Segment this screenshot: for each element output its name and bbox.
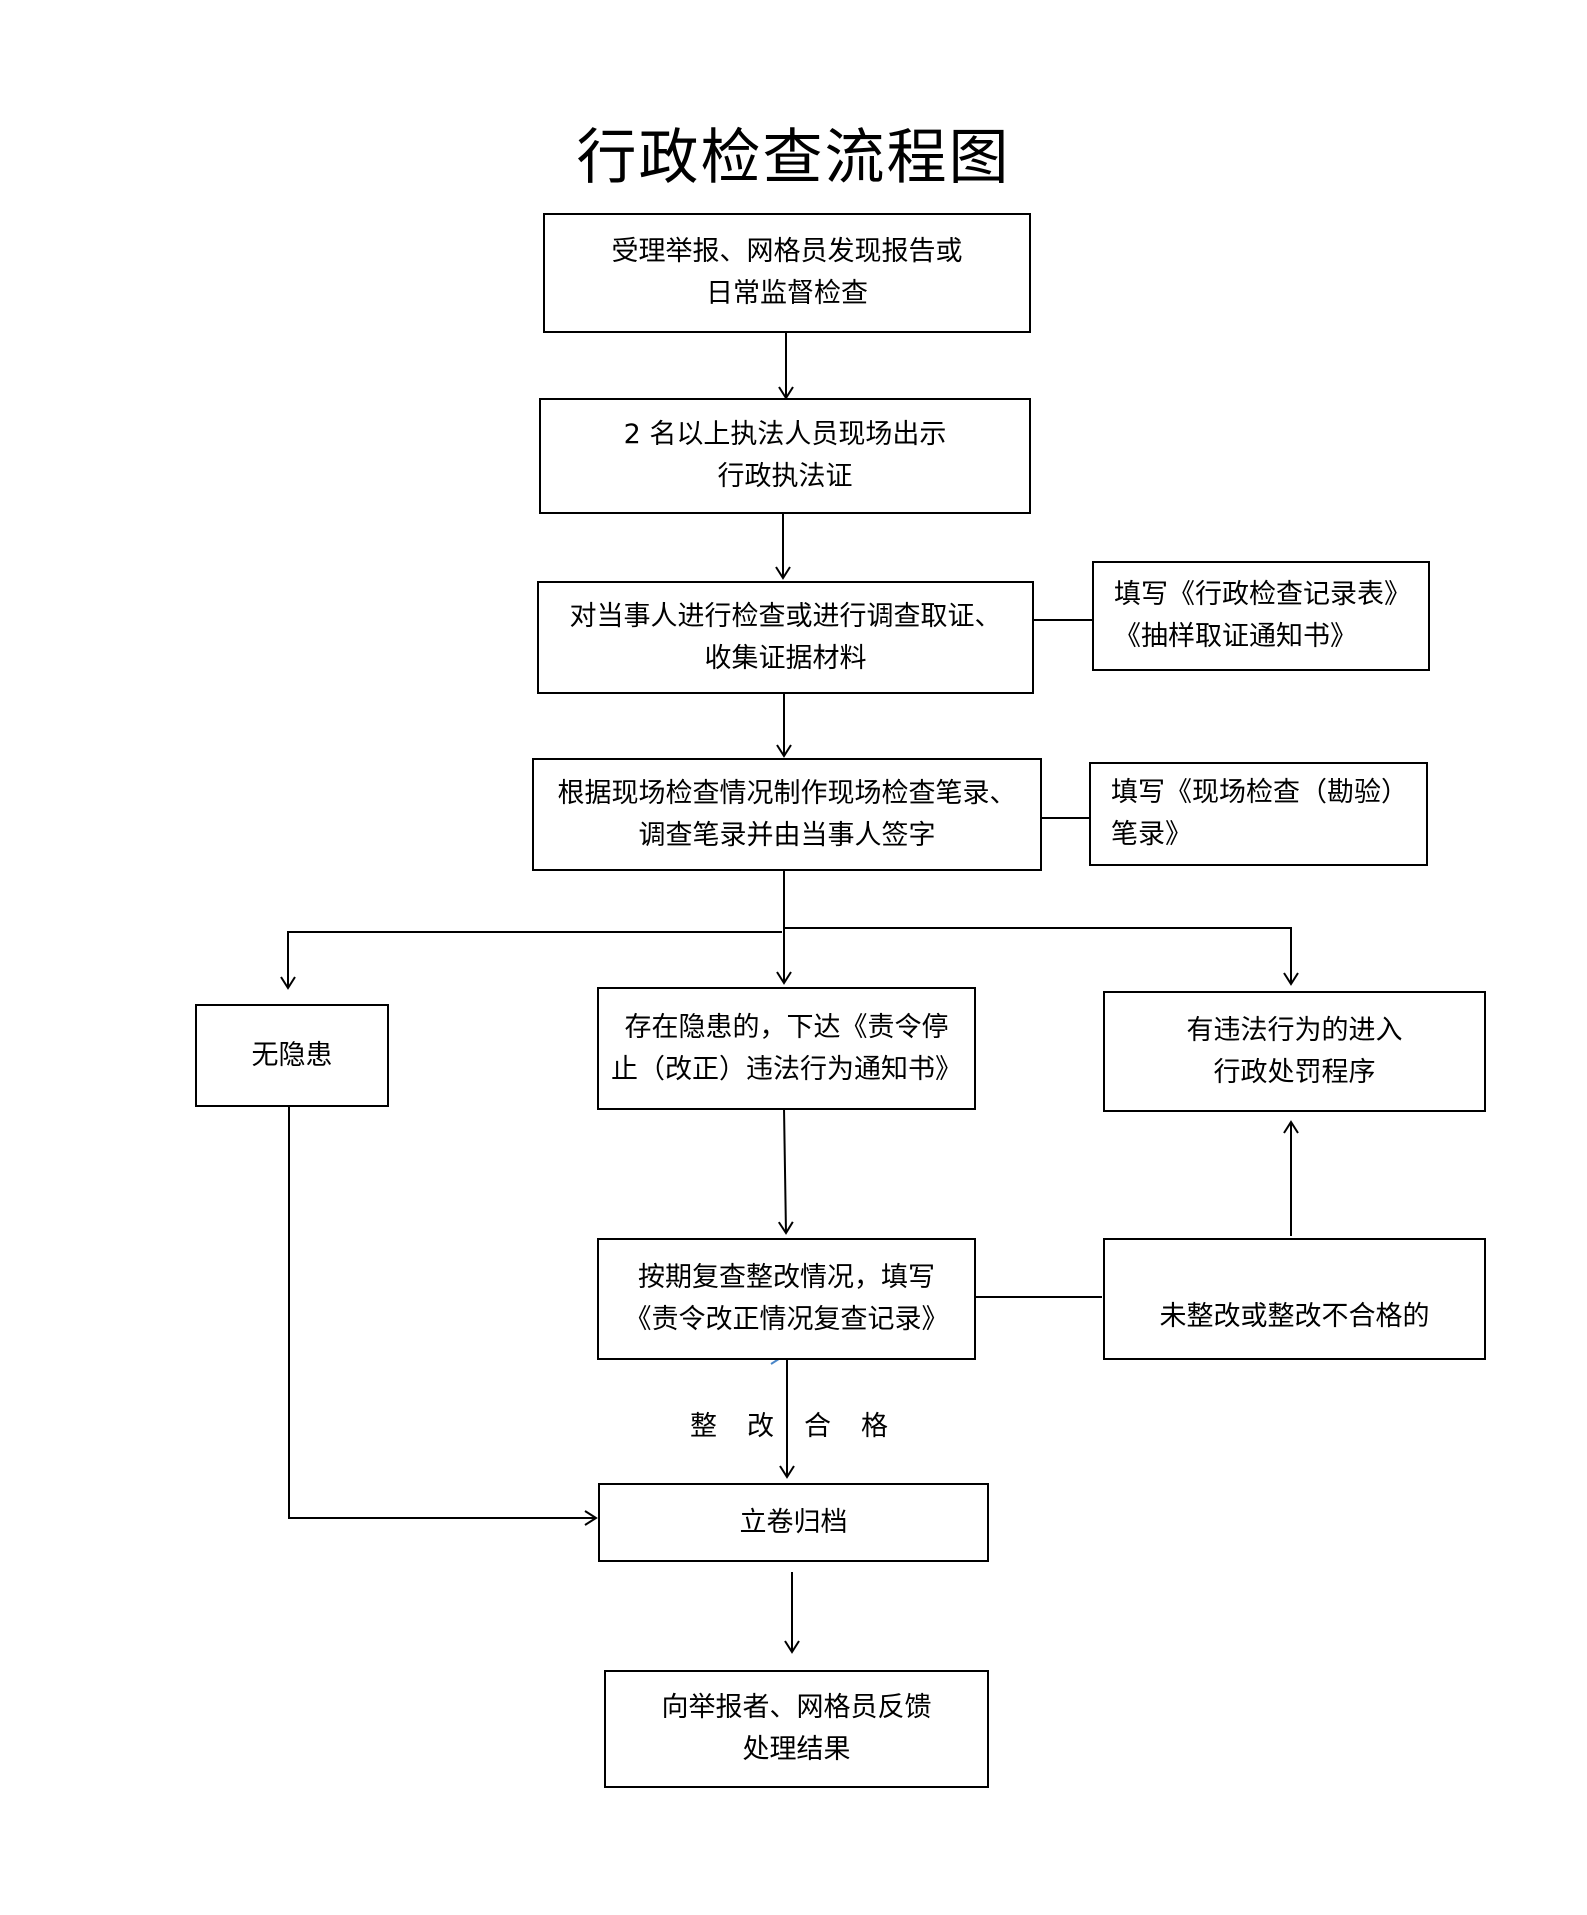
node-inspect-note-line2: 《抽样取证通知书》 (1114, 621, 1357, 652)
node-start-line2: 日常监督检查 (706, 278, 868, 309)
node-fail-line1: 未整改或整改不合格的 (1159, 1301, 1430, 1332)
arrow-hazard-to-review (777, 1107, 794, 1235)
node-record-note: 填写《现场检查（勘验） 笔录》 (1089, 762, 1428, 866)
node-no-hazard-line1: 无隐患 (251, 1039, 333, 1071)
node-show-cert-line1: 2 名以上执法人员现场出示 (623, 419, 947, 450)
node-start: 受理举报、网格员发现报告或日常监督检查 (543, 213, 1031, 333)
arrow-no-hazard-to-archive (288, 1104, 598, 1526)
node-inspect-note: 填写《行政检查记录表》《抽样取证通知书》 (1092, 561, 1430, 671)
node-feedback-line1: 向举报者、网格员反馈 (661, 1692, 932, 1723)
node-hazard: 存在隐患的，下达《责令停止（改正）违法行为通知书》 (597, 987, 976, 1110)
node-archive: 立卷归档 (598, 1483, 989, 1562)
node-no-hazard: 无隐患 (195, 1004, 389, 1107)
node-hazard-line1: 存在隐患的，下达《责令停 (624, 1011, 949, 1043)
node-penalty: 有违法行为的进入行政处罚程序 (1103, 991, 1486, 1112)
node-record-note-line1: 填写《现场检查（勘验） (1111, 777, 1408, 808)
node-feedback: 向举报者、网格员反馈处理结果 (604, 1670, 989, 1788)
node-archive-line1: 立卷归档 (739, 1506, 848, 1538)
node-penalty-line2: 行政处罚程序 (1213, 1056, 1376, 1088)
node-show-cert: 2 名以上执法人员现场出示行政执法证 (539, 398, 1031, 514)
node-inspect-note-line1: 填写《行政检查记录表》 (1114, 579, 1411, 610)
node-penalty-line1: 有违法行为的进入 (1186, 1014, 1403, 1046)
arrow-branch-penalty (784, 927, 1299, 986)
node-record-note-line2: 笔录》 (1111, 819, 1192, 850)
node-record: 根据现场检查情况制作现场检查笔录、调查笔录并由当事人签字 (532, 758, 1042, 871)
node-record-line2: 调查笔录并由当事人签字 (638, 819, 936, 851)
node-feedback-line2: 处理结果 (742, 1734, 851, 1765)
node-fail: 未整改或整改不合格的 (1103, 1238, 1486, 1360)
edge-label-pass: 整改合格 (690, 1411, 918, 1442)
node-inspect-line1: 对当事人进行检查或进行调查取证、 (569, 600, 1002, 632)
node-record-line1: 根据现场检查情况制作现场检查笔录、 (557, 777, 1017, 809)
node-review-line1: 按期复查整改情况，填写 (638, 1262, 935, 1293)
node-review: 按期复查整改情况，填写《责令改正情况复查记录》 (597, 1238, 976, 1360)
node-review-line2: 《责令改正情况复查记录》 (624, 1304, 949, 1335)
arrow-branch-no-hazard (280, 931, 782, 990)
node-start-line1: 受理举报、网格员发现报告或 (611, 236, 963, 267)
node-inspect-line2: 收集证据材料 (704, 642, 867, 674)
node-inspect: 对当事人进行检查或进行调查取证、收集证据材料 (537, 581, 1034, 694)
page-title: 行政检查流程图 (576, 123, 1011, 193)
node-hazard-line2: 止（改正）违法行为通知书》 (611, 1053, 962, 1085)
node-show-cert-line2: 行政执法证 (717, 461, 853, 492)
